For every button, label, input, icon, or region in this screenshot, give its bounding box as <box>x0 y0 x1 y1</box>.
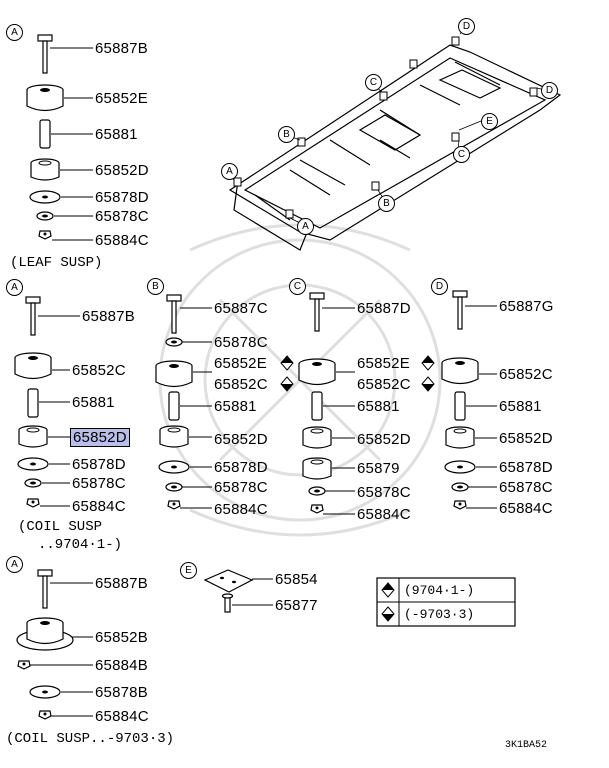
part-label-highlighted[interactable]: 65852D <box>70 428 130 447</box>
part-label[interactable]: 65852D <box>95 162 149 179</box>
part-label[interactable]: 65878D <box>95 189 149 206</box>
c-group-ref: C <box>289 278 306 295</box>
part-label[interactable]: 65881 <box>499 398 542 415</box>
part-label[interactable]: 65852D <box>357 431 411 448</box>
part-label[interactable]: 65884B <box>95 657 148 674</box>
part-label[interactable]: 65887B <box>95 40 148 57</box>
part-label[interactable]: 65878C <box>357 484 411 501</box>
frame-ref-d2: D <box>541 82 558 99</box>
coil-new-ref-a: A <box>6 279 23 296</box>
variant-diamond-icons <box>280 355 435 392</box>
frame-ref-b2: B <box>378 195 395 212</box>
legend-row-2: (-9703·3) <box>404 607 475 622</box>
e-group-ref: E <box>180 562 197 579</box>
part-label[interactable]: 65854 <box>275 571 318 588</box>
coil-old-drawings <box>16 569 74 720</box>
part-label[interactable]: 65878C <box>95 208 149 225</box>
c-group-drawings <box>298 292 336 514</box>
part-label[interactable]: 65881 <box>95 126 138 143</box>
b-group-ref: B <box>147 278 164 295</box>
coil-old-leaders <box>30 582 93 717</box>
part-label[interactable]: 65878C <box>499 479 553 496</box>
frame-ref-c1: C <box>365 74 382 91</box>
part-label[interactable]: 65884C <box>95 708 149 725</box>
part-label[interactable]: 65887D <box>357 300 411 317</box>
part-label[interactable]: 65852C <box>214 376 268 393</box>
diagram-code: 3K1BA52 <box>505 740 548 751</box>
coil-old-ref-a: A <box>6 556 23 573</box>
part-label[interactable]: 65887C <box>214 300 268 317</box>
coil-old-caption: (COIL SUSP..-9703·3) <box>6 731 175 747</box>
part-label[interactable]: 65884C <box>214 501 268 518</box>
frame-ref-a2: A <box>297 218 314 235</box>
e-group-leaders <box>232 578 273 606</box>
part-label[interactable]: 65884C <box>95 232 149 249</box>
part-label[interactable]: 65878D <box>214 459 268 476</box>
e-group-drawings <box>203 569 254 613</box>
part-label[interactable]: 65852C <box>357 376 411 393</box>
part-label[interactable]: 65887G <box>499 298 554 315</box>
part-label[interactable]: 65852E <box>95 90 148 107</box>
c-group-leaders <box>322 307 355 515</box>
d-group-drawings <box>441 290 479 510</box>
coil-new-caption-2: ..9704·1-) <box>38 537 123 553</box>
frame-ref-e: E <box>481 113 498 130</box>
part-label[interactable]: 65884C <box>499 500 553 517</box>
part-label[interactable]: 65878C <box>72 475 126 492</box>
frame-mounts <box>233 36 538 219</box>
b-group-leaders <box>180 307 212 509</box>
leaf-ref-a: A <box>6 24 23 41</box>
d-group-leaders <box>465 305 497 509</box>
part-label[interactable]: 65878D <box>72 456 126 473</box>
part-label[interactable]: 65881 <box>72 394 115 411</box>
frame-ref-c2: C <box>453 146 470 163</box>
part-label[interactable]: 65878C <box>214 334 268 351</box>
part-label[interactable]: 65852C <box>499 366 553 383</box>
leaf-susp-caption: (LEAF SUSP) <box>10 255 103 271</box>
part-label[interactable]: 65887B <box>95 575 148 592</box>
leaf-susp-drawings <box>26 34 64 240</box>
d-group-ref: D <box>431 278 448 295</box>
part-label[interactable]: 65852E <box>214 355 267 372</box>
part-label[interactable]: 65852D <box>499 430 553 447</box>
frame-ref-d1: D <box>458 18 475 35</box>
part-label[interactable]: 65887B <box>82 308 135 325</box>
part-label[interactable]: 65878C <box>214 479 268 496</box>
part-label[interactable]: 65881 <box>357 398 400 415</box>
frame-ref-a1: A <box>221 163 238 180</box>
part-label[interactable]: 65852D <box>214 431 268 448</box>
part-label[interactable]: 65852C <box>72 362 126 379</box>
legend-box <box>376 577 516 627</box>
part-label[interactable]: 65884C <box>72 498 126 515</box>
frame-ref-b1: B <box>278 126 295 143</box>
chassis-frame-drawing <box>228 44 562 251</box>
part-label[interactable]: 65877 <box>275 597 318 614</box>
part-label[interactable]: 65884C <box>357 506 411 523</box>
part-label[interactable]: 65879 <box>357 460 400 477</box>
coil-new-leaders <box>38 315 80 507</box>
part-label[interactable]: 65852B <box>95 629 148 646</box>
part-label[interactable]: 65881 <box>214 398 257 415</box>
part-label[interactable]: 65878D <box>499 459 553 476</box>
part-label[interactable]: 65878B <box>95 684 148 701</box>
part-label[interactable]: 65852E <box>357 355 410 372</box>
leaf-susp-leaders <box>50 47 93 241</box>
legend-row-1: (9704·1-) <box>404 583 475 598</box>
coil-new-caption-1: (COIL SUSP <box>18 519 103 535</box>
